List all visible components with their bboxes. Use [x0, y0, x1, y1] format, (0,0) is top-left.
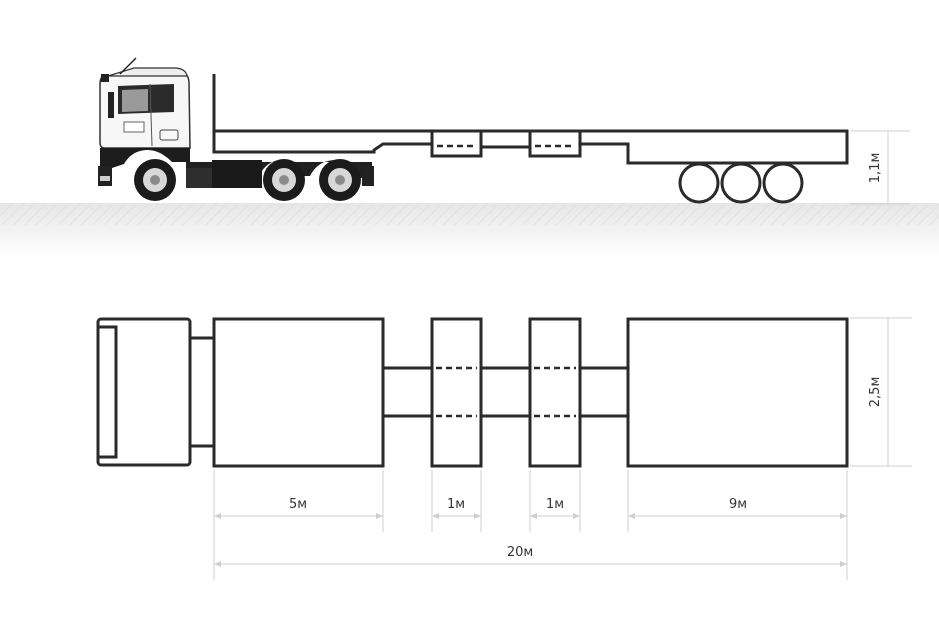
trailer-wheel-3	[762, 162, 804, 204]
truck-wheel-rear-2	[319, 159, 361, 201]
height-label: 1,1м	[868, 153, 883, 183]
width-dimension: 2,5м	[850, 317, 912, 467]
truck-cab	[98, 57, 191, 186]
extension-1-top	[430, 317, 483, 468]
cab-top	[96, 317, 192, 467]
extension-2-top	[528, 317, 582, 468]
width-label: 2,5м	[868, 377, 883, 407]
trailer-wheel-2	[720, 162, 762, 204]
truck-chassis	[186, 160, 374, 188]
segment-3-label: 1м	[546, 497, 564, 512]
segment-2-label: 1м	[447, 497, 465, 512]
trailer-side-outline	[212, 74, 849, 165]
trailer-wheel-1	[678, 162, 720, 204]
deck-section-5m	[212, 317, 385, 468]
cab-top-windshield	[96, 325, 118, 459]
deck-section-9m	[626, 317, 849, 468]
segment-dimensions: 5м 1м 1м 9м 20м	[213, 470, 848, 580]
segment-1-label: 5м	[289, 497, 307, 512]
extension-2-side	[528, 129, 582, 158]
side-view: 1,1м	[98, 57, 910, 205]
height-dimension: 1,1м	[850, 130, 910, 205]
total-length-label: 20м	[507, 545, 533, 560]
extension-1-side	[430, 129, 483, 158]
truck-wheel-rear-1	[263, 159, 305, 201]
truck-wheel-front	[134, 159, 176, 201]
segment-4-label: 9м	[729, 497, 747, 512]
top-view: 2,5м 5м 1м 1м	[96, 317, 912, 580]
ground	[0, 203, 939, 258]
